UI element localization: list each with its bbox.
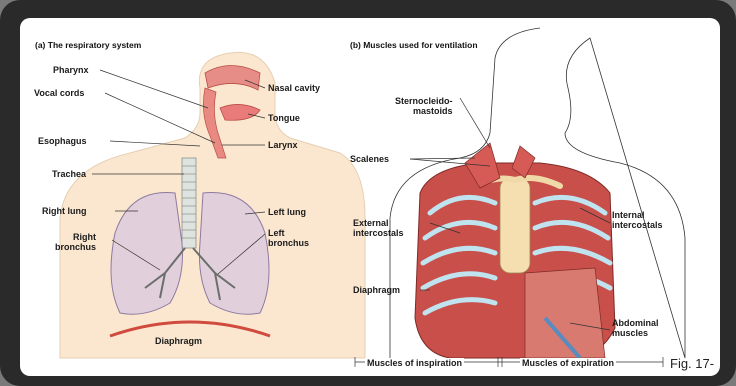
label-nasal-cavity: Nasal cavity [268, 83, 320, 93]
label-external-intercostals: External intercostals [353, 218, 404, 238]
abdominal-muscle-shape [525, 268, 605, 358]
label-muscles-of-expiration: Muscles of expiration [520, 358, 616, 368]
label-right-bronchus: Right bronchus [55, 232, 96, 252]
label-internal-intercostals: Internal intercostals [612, 210, 663, 230]
label-tongue: Tongue [268, 113, 300, 123]
label-trachea: Trachea [52, 169, 86, 179]
label-abdominal-muscles: Abdominal muscles [612, 318, 659, 338]
label-larynx: Larynx [268, 140, 298, 150]
panel-b-title: (b) Muscles used for ventilation [350, 40, 478, 50]
label-muscles-of-inspiration: Muscles of inspiration [365, 358, 464, 368]
figure-panel: (a) The respiratory system (b) Muscles u… [20, 18, 720, 376]
label-esophagus: Esophagus [38, 136, 87, 146]
label-left-lung: Left lung [268, 207, 306, 217]
panel-a-title: (a) The respiratory system [35, 40, 141, 50]
label-left-bronchus: Left bronchus [268, 228, 309, 248]
label-vocal-cords: Vocal cords [34, 88, 84, 98]
trachea [182, 158, 196, 248]
label-diaphragm-a: Diaphragm [155, 336, 202, 346]
sternum [500, 178, 530, 273]
figure-caption: Fig. 17- [670, 356, 714, 371]
label-sternocleidomastoids: Sternocleido- mastoids [395, 96, 453, 116]
label-scalenes: Scalenes [350, 154, 389, 164]
label-pharynx: Pharynx [53, 65, 89, 75]
label-diaphragm-b: Diaphragm [353, 285, 400, 295]
label-right-lung: Right lung [42, 206, 87, 216]
